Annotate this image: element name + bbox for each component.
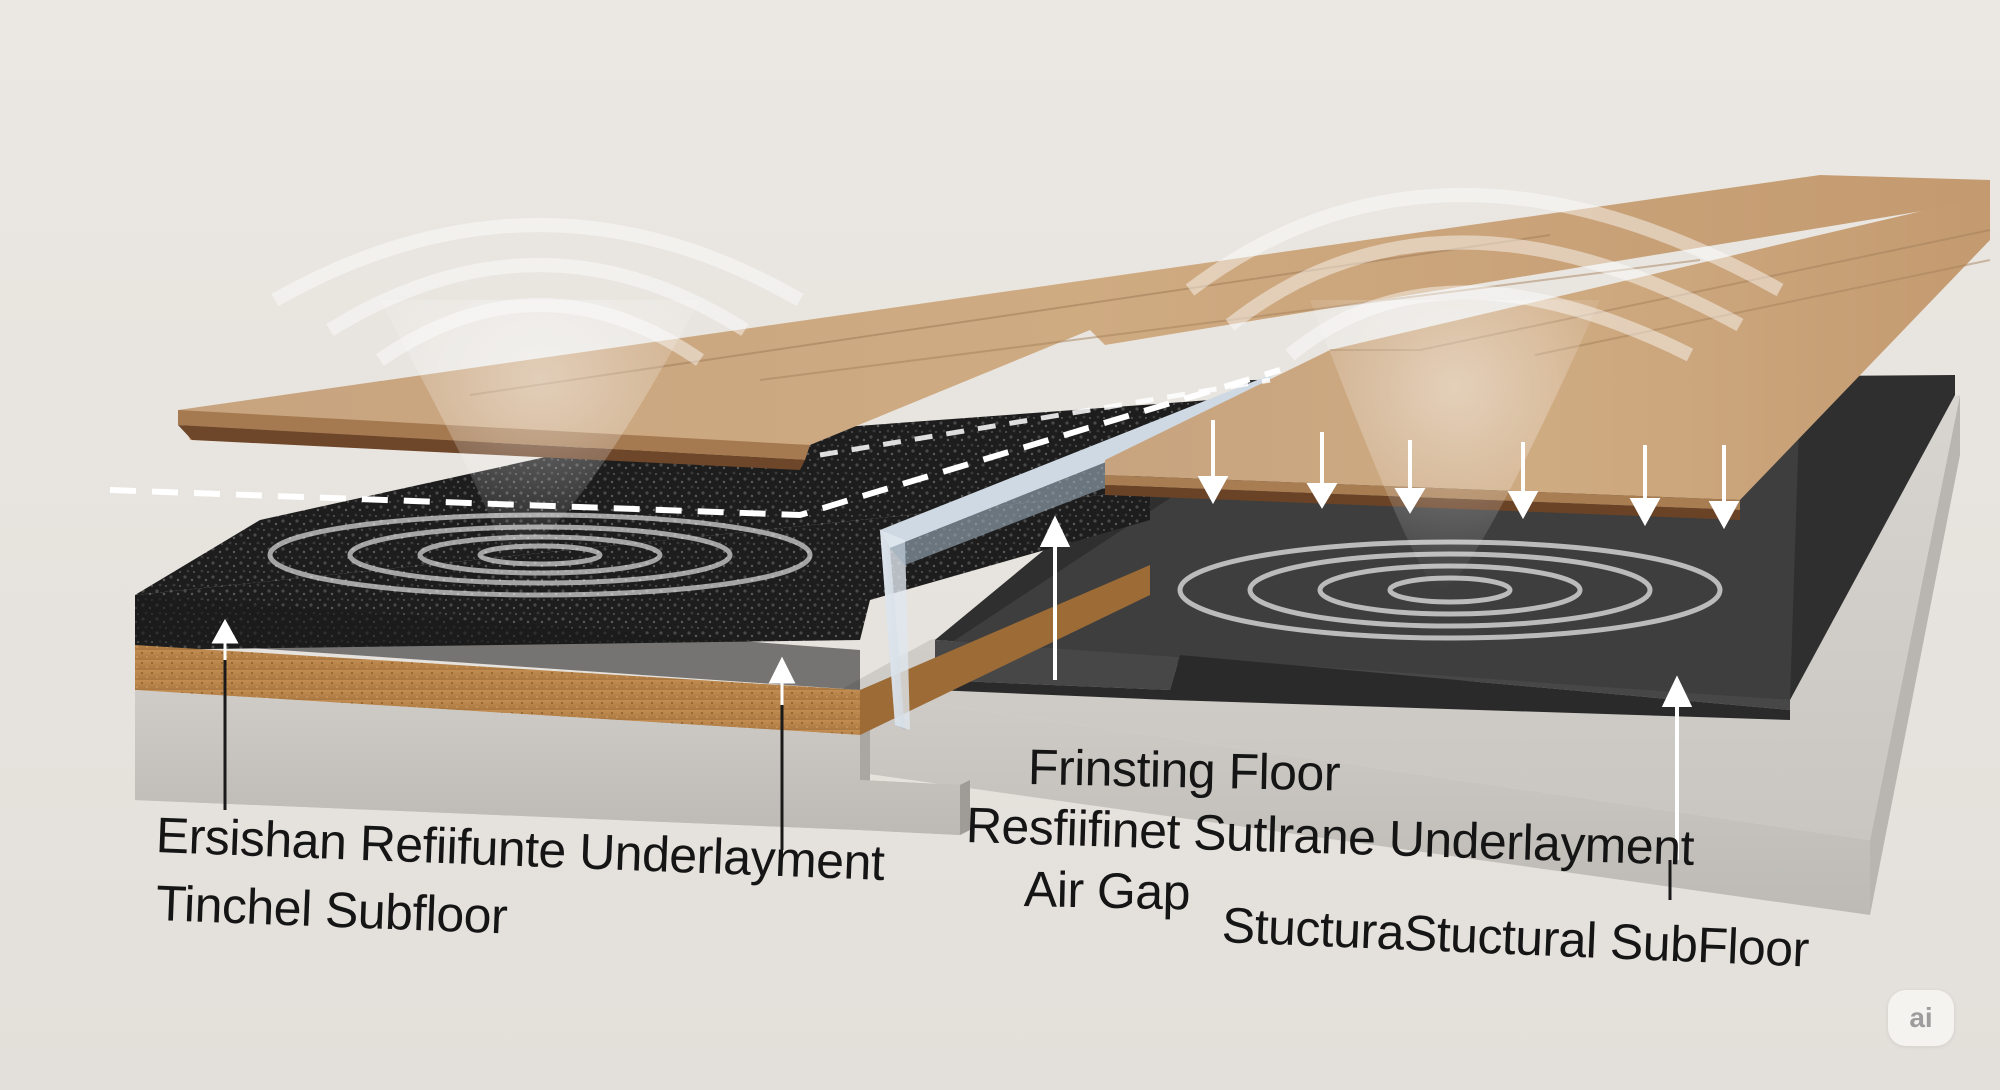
ai-badge: ai xyxy=(1888,990,1954,1046)
concrete-front-left xyxy=(135,690,960,835)
up-arrow-icon xyxy=(1039,515,1693,860)
cork-layer-left xyxy=(135,565,1150,735)
sound-wave-icon xyxy=(1177,188,1784,641)
sound-wave-icon xyxy=(267,218,813,598)
label-finishing-floor: Frinsting Floor xyxy=(1027,739,1341,802)
label-left-subfloor: Tinchel Subfloor xyxy=(154,875,509,945)
leader-arrowheads xyxy=(211,618,796,705)
label-air-gap: Air Gap xyxy=(1023,861,1191,921)
air-gap-dashed-line xyxy=(109,367,1281,519)
leader-lines xyxy=(223,655,1672,900)
down-arrow-icon xyxy=(1197,420,1740,530)
